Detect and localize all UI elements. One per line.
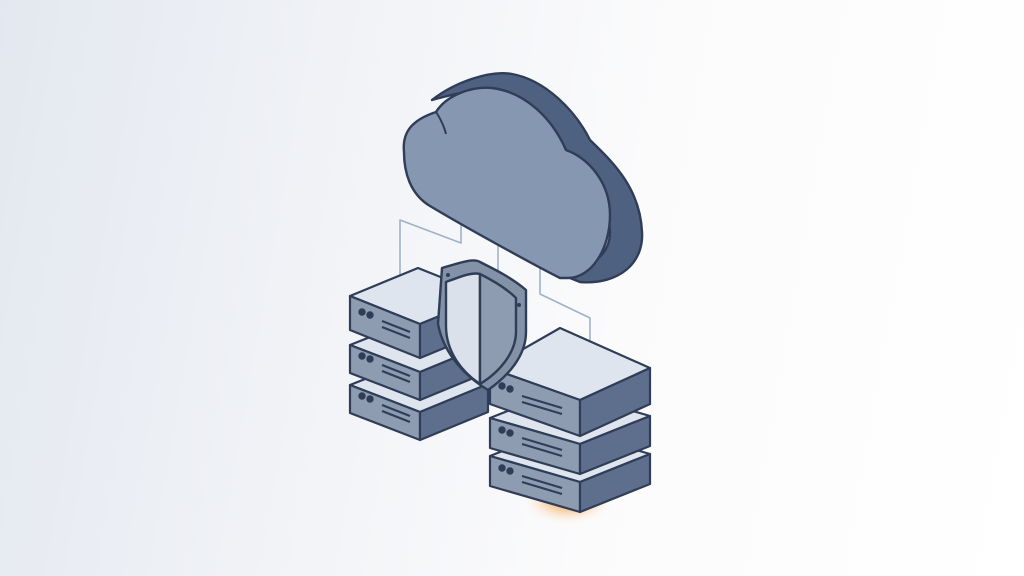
shield-icon <box>436 259 528 392</box>
server-stack-icon <box>488 326 652 514</box>
cloud-icon <box>402 72 644 284</box>
server-unit <box>488 326 652 438</box>
